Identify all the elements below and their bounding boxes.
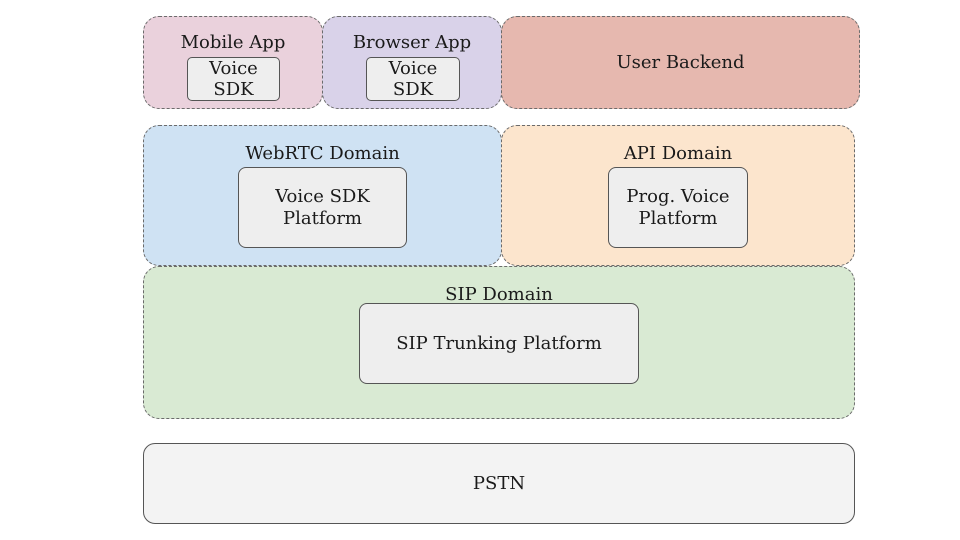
pstn-region: PSTN xyxy=(143,443,855,524)
browser-app-title: Browser App xyxy=(352,32,472,53)
browser-app-region: Browser App Voice SDK xyxy=(322,16,502,109)
browser-voice-sdk: Voice SDK xyxy=(366,57,460,101)
voice-sdk-platform: Voice SDK Platform xyxy=(238,167,407,248)
mobile-app-region: Mobile App Voice SDK xyxy=(143,16,323,109)
sip-domain-title: SIP Domain xyxy=(445,284,553,305)
sip-domain-region: SIP Domain SIP Trunking Platform xyxy=(143,266,855,419)
mobile-voice-sdk: Voice SDK xyxy=(187,57,280,101)
webrtc-domain-region: WebRTC Domain Voice SDK Platform xyxy=(143,125,502,266)
prog-voice-platform: Prog. Voice Platform xyxy=(608,167,748,248)
api-domain-region: API Domain Prog. Voice Platform xyxy=(501,125,855,266)
mobile-app-title: Mobile App xyxy=(180,32,286,53)
pstn-label: PSTN xyxy=(472,473,526,494)
api-domain-title: API Domain xyxy=(623,143,733,164)
user-backend-region: User Backend xyxy=(501,16,860,109)
webrtc-domain-title: WebRTC Domain xyxy=(245,143,400,164)
sip-trunking-platform: SIP Trunking Platform xyxy=(359,303,639,384)
user-backend-label: User Backend xyxy=(616,52,745,73)
